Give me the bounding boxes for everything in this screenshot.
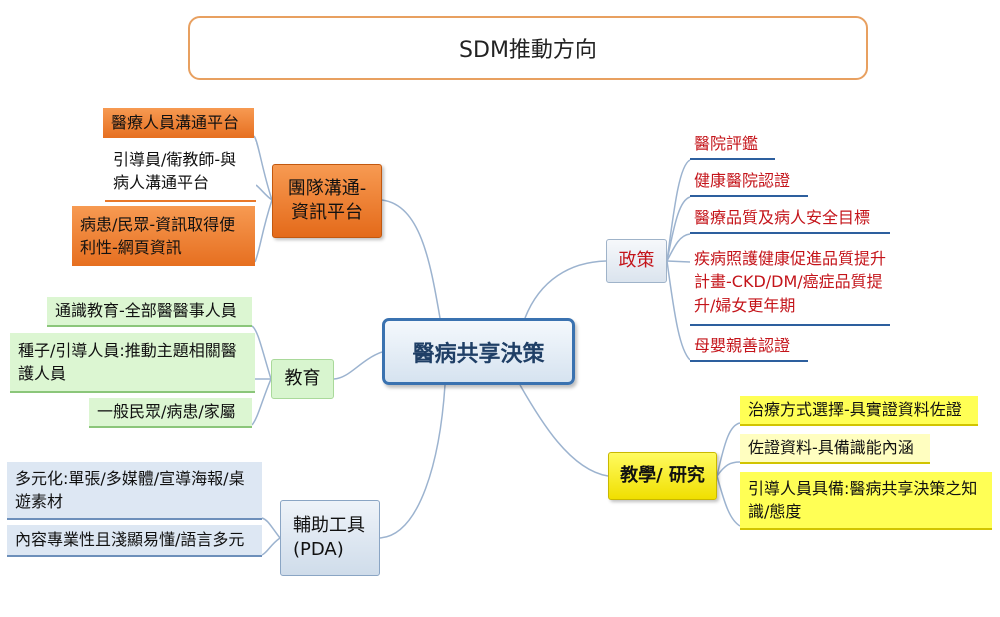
tools-leaf-2[interactable]: 內容專業性且淺顯易懂/語言多元	[7, 525, 262, 557]
connector-policy-2	[666, 196, 691, 262]
branch-team-communication[interactable]: 團隊溝通-資訊平台	[272, 164, 382, 238]
connector-policy-3	[666, 233, 691, 262]
research-leaf-2[interactable]: 佐證資料-具備識能內涵	[740, 434, 930, 464]
connector-center-research	[519, 384, 609, 477]
team-leaf-2[interactable]: 引導員/衛教師-與病人溝通平台	[105, 142, 256, 202]
policy-leaf-2[interactable]: 健康醫院認證	[690, 167, 808, 197]
branch-team-label: 團隊溝通-資訊平台	[287, 177, 367, 223]
connector-edu-3	[251, 378, 272, 426]
connector-policy-1	[666, 159, 691, 262]
connector-policy-5	[666, 260, 691, 361]
team-leaf-1[interactable]: 醫療人員溝通平台	[103, 108, 254, 138]
branch-decision-aids[interactable]: 輔助工具(PDA)	[280, 500, 380, 576]
connector-center-tools	[379, 384, 446, 539]
tools-leaf-1[interactable]: 多元化:單張/多媒體/宣導海報/桌遊素材	[7, 462, 262, 520]
connector-research-1	[716, 422, 741, 477]
branch-policy[interactable]: 政策	[606, 239, 667, 283]
policy-leaf-1[interactable]: 醫院評鑑	[690, 130, 775, 160]
connector-team-2	[255, 184, 273, 201]
connector-center-education	[333, 351, 383, 380]
policy-leaf-5[interactable]: 母嬰親善認證	[690, 332, 808, 362]
connector-research-3	[716, 475, 741, 527]
education-leaf-1[interactable]: 通識教育-全部醫醫事人員	[47, 297, 252, 327]
central-topic[interactable]: 醫病共享決策	[382, 318, 575, 385]
policy-leaf-4[interactable]: 疾病照護健康促進品質提升計畫-CKD/DM/癌症品質提升/婦女更年期	[690, 240, 890, 326]
team-leaf-3[interactable]: 病患/民眾-資訊取得便利性-網頁資訊	[72, 206, 255, 266]
branch-education[interactable]: 教育	[271, 359, 334, 399]
branch-teaching-research[interactable]: 教學/ 研究	[608, 452, 717, 500]
connector-tools-1	[261, 517, 281, 539]
connector-edu-1	[251, 325, 272, 380]
education-leaf-2[interactable]: 種子/引導人員:推動主題相關醫護人員	[10, 333, 255, 393]
connector-policy-4	[666, 260, 691, 263]
policy-leaf-3[interactable]: 醫療品質及病人安全目標	[690, 204, 890, 234]
connector-research-2	[716, 461, 741, 477]
connector-tools-2	[261, 537, 281, 556]
research-leaf-3[interactable]: 引導人員具備:醫病共享決策之知識/態度	[740, 472, 992, 530]
connector-team-1	[253, 135, 273, 201]
education-leaf-3[interactable]: 一般民眾/病患/家屬	[89, 398, 252, 428]
connector-center-team	[381, 199, 441, 319]
diagram-title: SDM推動方向	[188, 16, 868, 80]
connector-center-policy	[524, 260, 607, 319]
connector-team-3	[254, 199, 273, 263]
research-leaf-1[interactable]: 治療方式選擇-具實證資料佐證	[740, 396, 978, 426]
